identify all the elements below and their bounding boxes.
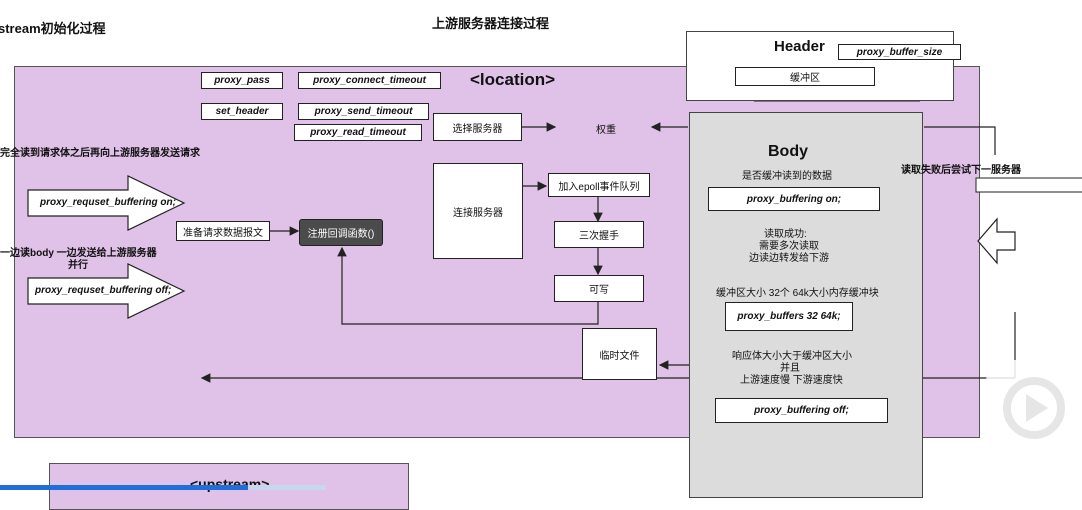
prepare-request-box: 准备请求数据报文 xyxy=(176,221,270,241)
header-title: Header xyxy=(774,38,825,55)
video-progress-fill xyxy=(0,485,248,490)
full-read-note: 完全读到请求体之后再向上游服务器发送请求 xyxy=(0,148,200,159)
location-title: <location> xyxy=(470,70,556,89)
response-note-line3: 上游速度慢 下游速度快 xyxy=(740,375,843,386)
proxy-buffering-on-box: proxy_buffering on; xyxy=(708,187,880,211)
read-success-line3: 边读边转发给下游 xyxy=(749,253,829,264)
buffer-size-note: 缓冲区大小 32个 64k大小内存缓冲块 xyxy=(716,288,879,299)
body-cached-question: 是否缓冲读到的数据 xyxy=(742,171,832,182)
play-icon xyxy=(1003,377,1065,439)
parallel-note-line1: 一边读body 一边发送给上游服务器 xyxy=(0,248,157,259)
read-fail-note: 读取失败后尝试下一服务器 xyxy=(901,165,1021,176)
stream-init-title: stream初始化过程 xyxy=(0,21,106,36)
add-epoll-box: 加入epoll事件队列 xyxy=(548,173,650,197)
register-callback-box: 注册回调函数() xyxy=(299,219,383,246)
proxy-connect-timeout-box: proxy_connect_timeout xyxy=(298,72,441,89)
right-edge-box xyxy=(975,177,1082,193)
read-success-line1: 读取成功: xyxy=(764,229,807,240)
proxy-pass-box: proxy_pass xyxy=(201,72,283,89)
request-on-block-arrow xyxy=(27,175,186,231)
connect-server-box: 连接服务器 xyxy=(433,163,523,259)
response-note-line1: 响应体大小大于缓冲区大小 xyxy=(732,351,852,362)
select-server-box: 选择服务器 xyxy=(433,113,522,141)
writable-box: 可写 xyxy=(554,275,644,302)
header-buffer-box: 缓冲区 xyxy=(735,67,875,86)
request-off-block-arrow xyxy=(27,263,186,319)
proxy-buffers-box: proxy_buffers 32 64k; xyxy=(725,302,853,331)
right-block-arrow xyxy=(977,217,1016,265)
weight-label: 权重 xyxy=(596,125,616,136)
request-buffering-on: proxy_requset_buffering on; xyxy=(40,197,176,208)
body-title: Body xyxy=(768,143,808,160)
page-title: 上游服务器连接过程 xyxy=(432,16,550,31)
proxy-send-timeout-box: proxy_send_timeout xyxy=(298,103,429,120)
handshake-box: 三次握手 xyxy=(554,221,644,248)
parallel-note-line2: 并行 xyxy=(68,260,88,271)
response-note-line2: 并且 xyxy=(780,363,800,374)
header-box xyxy=(686,31,954,101)
set-header-box: set_header xyxy=(201,103,283,120)
temp-file-box: 临时文件 xyxy=(582,328,657,380)
request-buffering-off: proxy_requset_buffering off; xyxy=(35,285,172,296)
read-success-line2: 需要多次读取 xyxy=(759,241,819,252)
play-button[interactable] xyxy=(986,360,1080,454)
proxy-buffer-size-box: proxy_buffer_size xyxy=(838,44,961,60)
proxy-read-timeout-box: proxy_read_timeout xyxy=(294,124,422,141)
proxy-buffering-off-box: proxy_buffering off; xyxy=(715,398,888,423)
